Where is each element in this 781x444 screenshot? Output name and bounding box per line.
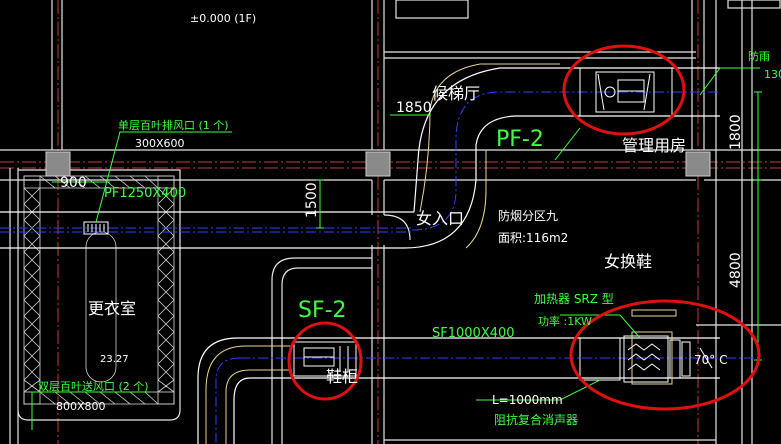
leader-lines — [31, 67, 760, 430]
single-louver-text: 单层百叶排风口 (1 个) — [118, 118, 229, 132]
power-text: 功率 :1KW — [538, 314, 592, 328]
sf2-fan-box — [293, 341, 357, 377]
heater-outline-yellow — [631, 309, 677, 385]
partial-right-top: 防雨 — [748, 49, 770, 63]
dim-900: 900 — [60, 175, 87, 191]
dim-1500: 1500 — [304, 182, 320, 218]
dimension-lines — [52, 91, 762, 361]
labels: ±0.000 (1F) 1850 候梯厅 PF-2 管理用房 防雨 130 18… — [38, 12, 781, 427]
dim-4800: 4800 — [728, 252, 744, 288]
locker-area: 23.27 — [100, 354, 129, 365]
room-locker: 更衣室 — [88, 299, 136, 318]
temp-text: 70° C — [694, 353, 727, 367]
duct-centerlines — [0, 91, 760, 444]
room-women-shoes: 女换鞋 — [604, 252, 652, 271]
dim-1800: 1800 — [728, 114, 744, 150]
area-text: 面积:116m2 — [498, 231, 568, 245]
smoke-zone-text: 防烟分区九 — [498, 208, 558, 223]
duct-offset-yellow — [205, 63, 560, 444]
elevation-text: ±0.000 (1F) — [190, 12, 256, 25]
highlight-pf2 — [562, 44, 686, 136]
partial-right-num: 130 — [764, 68, 781, 81]
single-louver-size: 300X600 — [135, 137, 185, 150]
label-pf2: PF-2 — [496, 127, 544, 152]
columns — [45, 151, 711, 177]
double-louver-text: 双层百叶送风口 (2 个) — [38, 379, 149, 393]
highlight-sf2 — [287, 321, 363, 401]
shoe-cabinet: 鞋柜 — [326, 367, 358, 386]
dim-1850: 1850 — [396, 100, 432, 116]
label-sf2: SF-2 — [298, 298, 347, 323]
heater-silencer — [579, 335, 713, 383]
room-management: 管理用房 — [622, 136, 686, 155]
duct-pf-text: PF1250X400 — [104, 186, 186, 201]
room-elevator-hall: 候梯厅 — [432, 84, 480, 103]
duct-sf-text: SF1000X400 — [432, 326, 515, 341]
highlight-ellipses — [287, 44, 761, 411]
length-text: L=1000mm — [492, 393, 563, 407]
heater-text: 加热器 SRZ 型 — [534, 292, 614, 306]
silencer-text: 阻抗复合消声器 — [494, 412, 578, 427]
pf2-fan-box — [579, 67, 673, 117]
double-louver-size: 800X800 — [56, 400, 106, 413]
highlight-heater — [569, 299, 761, 411]
room-women-entry: 女入口 — [416, 209, 464, 228]
